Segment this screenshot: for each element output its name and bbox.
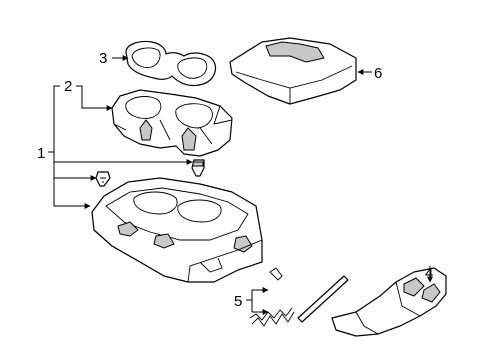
callout-5: 5	[234, 293, 242, 310]
clip-fastener	[191, 159, 205, 177]
callout-2: 2	[64, 78, 72, 95]
callout-4: 4	[425, 265, 433, 282]
callout-3: 3	[99, 50, 107, 67]
callout-1: 1	[37, 145, 45, 162]
callout-numbers: 1 2 3 4 5 6	[37, 50, 433, 310]
part-3-cupholder-mat	[125, 40, 217, 87]
part-6-armrest-cover	[229, 37, 357, 105]
callout-6: 6	[374, 65, 382, 82]
leader-lines	[48, 55, 433, 315]
part-4-bracket	[331, 267, 447, 337]
part-5-rod-and-spring	[249, 267, 349, 327]
part-1-console-base	[91, 177, 263, 283]
part-2-cupholder-insert	[111, 89, 233, 157]
push-pin-fastener	[95, 171, 111, 187]
